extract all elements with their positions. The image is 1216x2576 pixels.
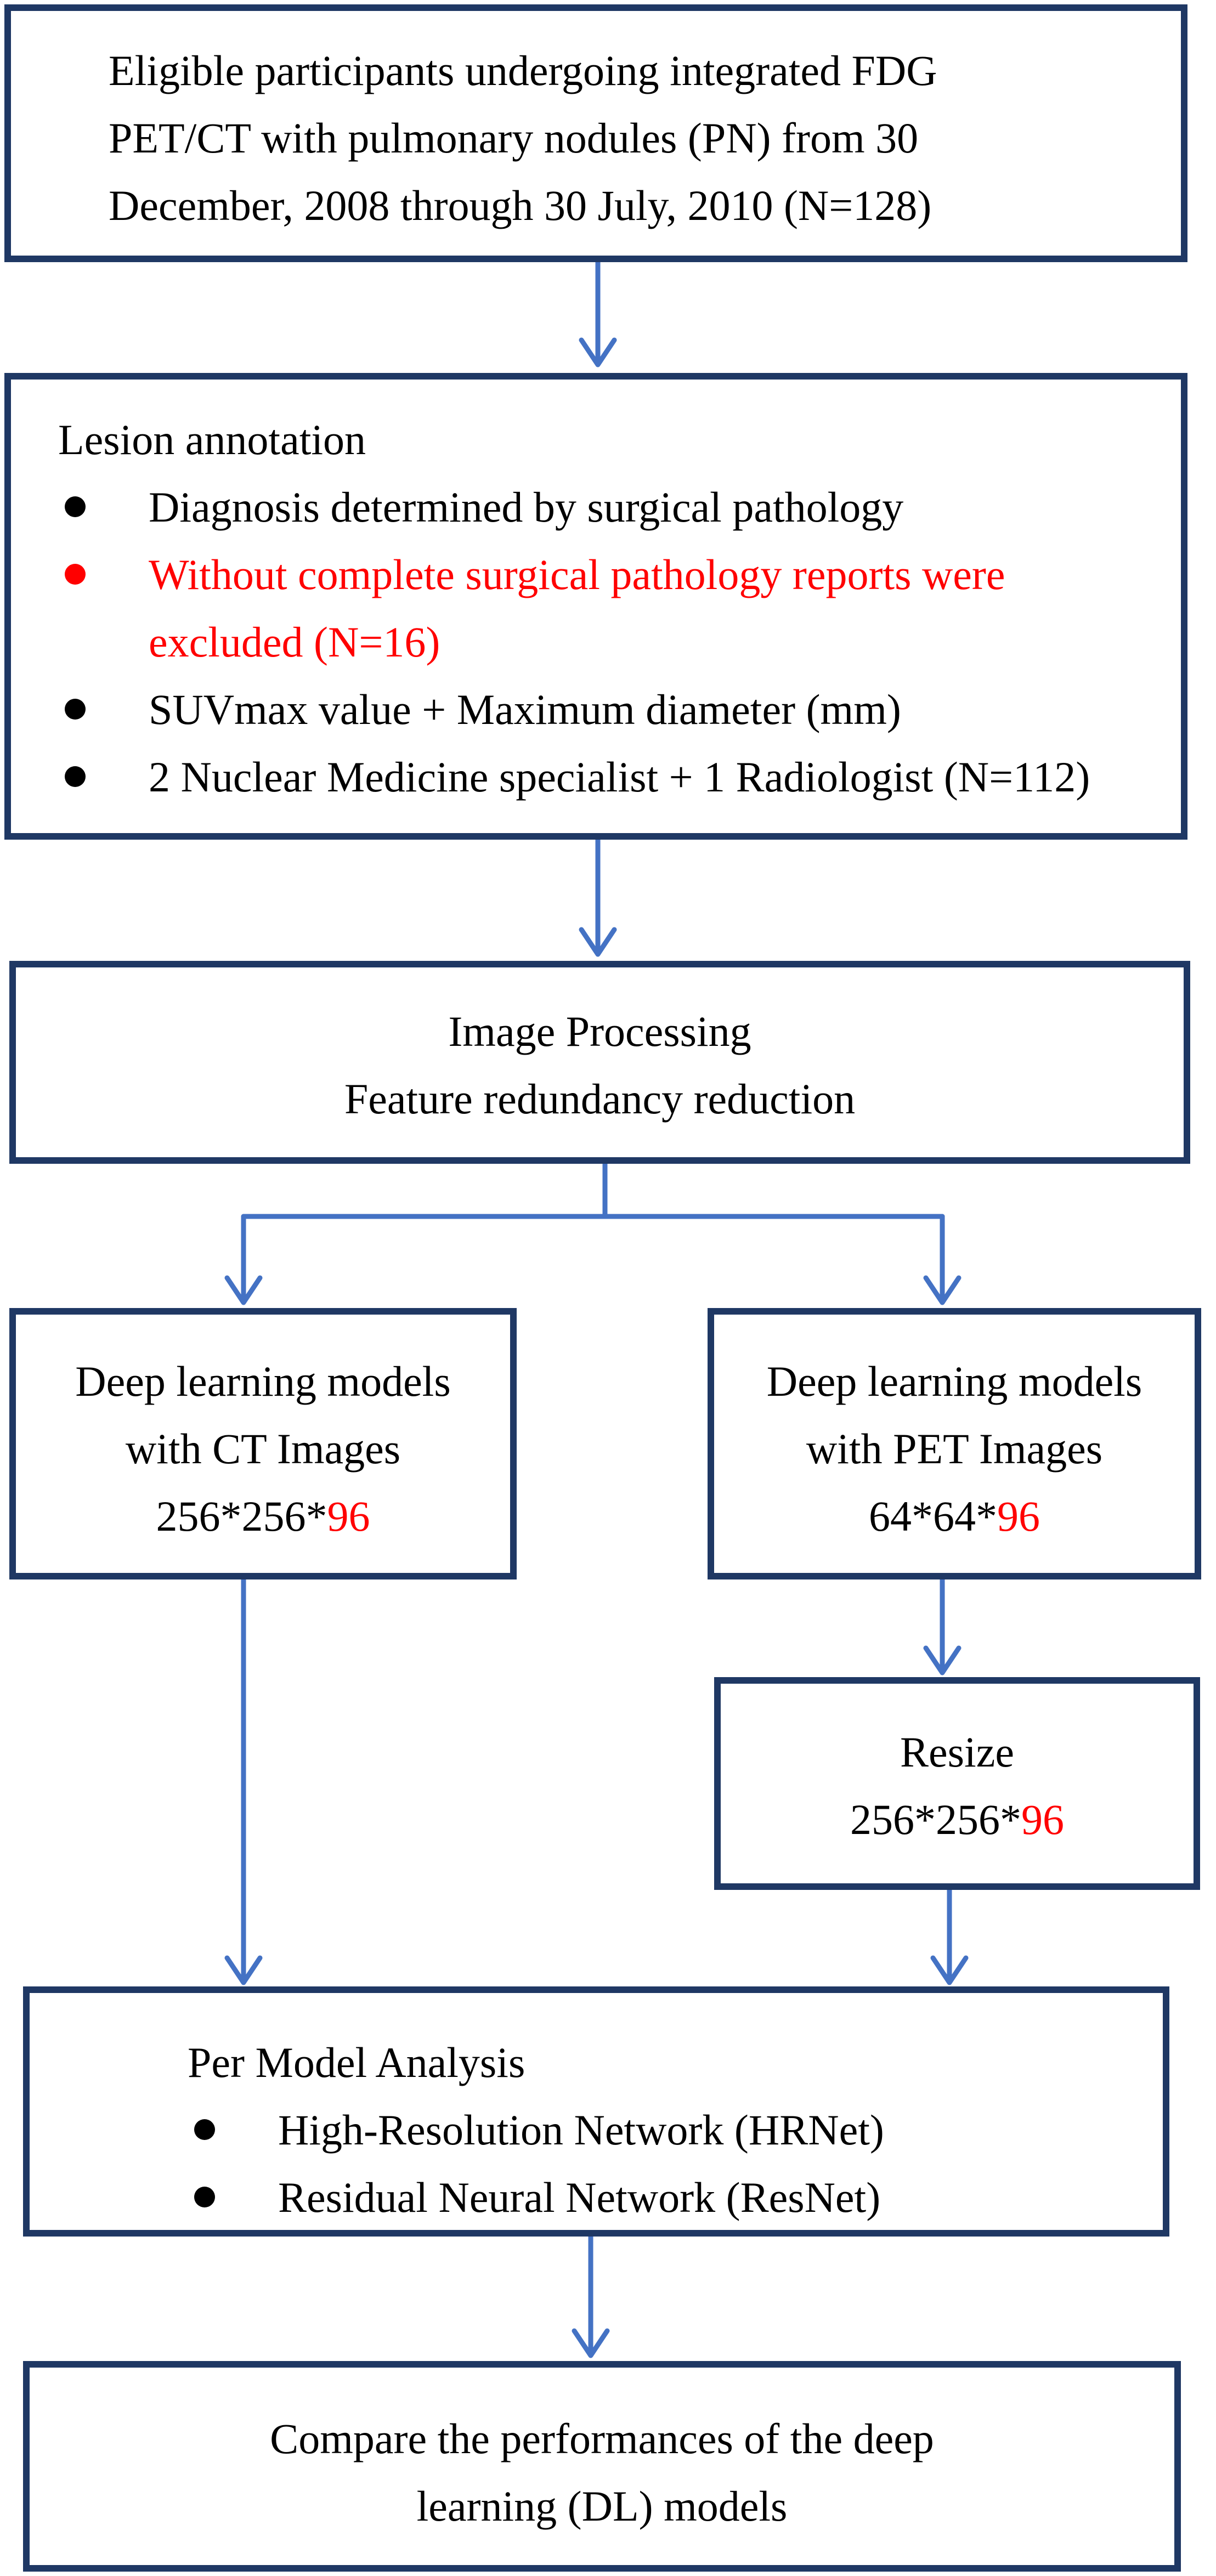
image-processing-line-1: Image Processing (448, 1007, 751, 1055)
compare-box: Compare the performances of the deep lea… (23, 2361, 1181, 2572)
compare-line-2: learning (DL) models (416, 2482, 788, 2530)
pet-models-line-2: with PET Images (806, 1425, 1103, 1473)
arrowhead-3 (224, 1275, 263, 1305)
model-analysis-heading: Per Model Analysis (188, 2039, 525, 2086)
lesion-bullet-3: SUVmax value + Maximum diameter (mm) (58, 676, 1181, 743)
resize-line-1: Resize (900, 1728, 1014, 1776)
arrowhead-8 (572, 2328, 610, 2358)
model-analysis-box: Per Model Analysis High-Resolution Netwo… (23, 1986, 1169, 2237)
compare-line-1: Compare the performances of the deep (270, 2415, 934, 2462)
ct-models-line-1: Deep learning models (75, 1357, 451, 1405)
eligibility-box: Eligible participants undergoing integra… (4, 4, 1187, 262)
eligibility-line-2: PET/CT with pulmonary nodules (PN) from … (109, 114, 919, 162)
lesion-bullet-1: Diagnosis determined by surgical patholo… (58, 473, 1181, 541)
bullet-dot (65, 766, 86, 787)
ct-models-dims: 256*256*96 (156, 1492, 370, 1540)
arrowhead-1 (579, 337, 617, 367)
arrowhead-4 (923, 1275, 962, 1305)
bullet-dot (65, 496, 86, 517)
pet-models-box: Deep learning models with PET Images 64*… (708, 1308, 1201, 1579)
image-processing-box: Image Processing Feature redundancy redu… (9, 961, 1190, 1164)
ct-models-box: Deep learning models with CT Images 256*… (9, 1308, 517, 1579)
lesion-annotation-bullets: Diagnosis determined by surgical patholo… (58, 473, 1181, 811)
lesion-annotation-box: Lesion annotation Diagnosis determined b… (4, 373, 1187, 840)
model-bullet-2: Residual Neural Network (ResNet) (188, 2164, 1163, 2231)
arrowhead-7 (930, 1955, 969, 1985)
pet-models-line-1: Deep learning models (766, 1357, 1143, 1405)
eligibility-line-3: December, 2008 through 30 July, 2010 (N=… (109, 182, 932, 229)
image-processing-line-2: Feature redundancy reduction (344, 1075, 856, 1123)
resize-dims: 256*256*96 (850, 1796, 1064, 1843)
lesion-bullet-4: 2 Nuclear Medicine specialist + 1 Radiol… (58, 743, 1181, 811)
arrowhead-6 (923, 1645, 962, 1675)
bullet-dot (194, 2119, 215, 2140)
arrowhead-2 (579, 927, 617, 957)
lesion-bullet-2: Without complete surgical pathology repo… (58, 541, 1181, 676)
model-analysis-bullets: High-Resolution Network (HRNet) Residual… (188, 2096, 1163, 2231)
bullet-dot-red (65, 564, 86, 585)
resize-box: Resize 256*256*96 (714, 1677, 1200, 1890)
lesion-annotation-heading: Lesion annotation (58, 416, 366, 463)
bullet-dot (65, 699, 86, 720)
arrowhead-5 (224, 1955, 263, 1985)
model-bullet-1: High-Resolution Network (HRNet) (188, 2096, 1163, 2164)
ct-models-line-2: with CT Images (125, 1425, 401, 1473)
pet-models-dims: 64*64*96 (869, 1492, 1040, 1540)
bullet-dot (194, 2187, 215, 2207)
eligibility-line-1: Eligible participants undergoing integra… (109, 47, 937, 94)
